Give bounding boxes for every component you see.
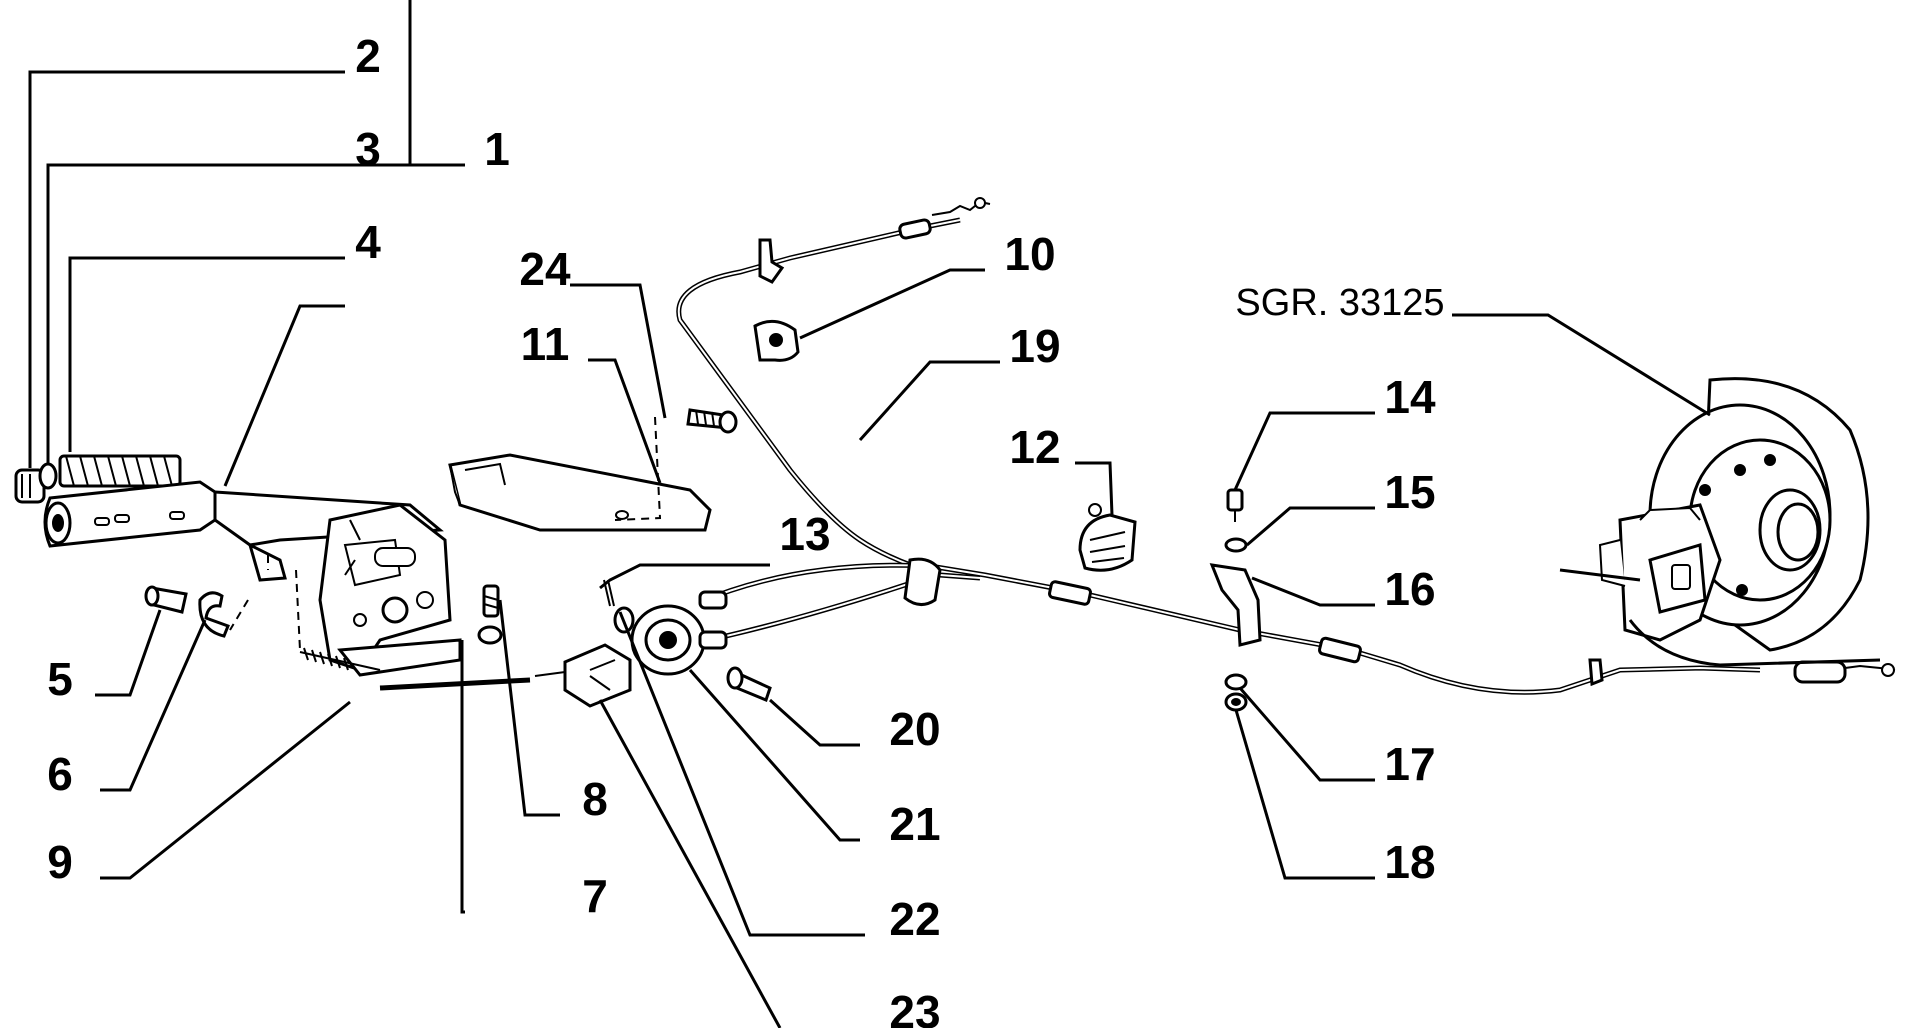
callout-12: 12: [1009, 421, 1060, 473]
assembly-guide: [229, 555, 301, 651]
callout-8: 8: [582, 773, 608, 825]
cable-bracket-part: [1078, 503, 1137, 572]
callout-labels: 2 3 1 4 5 6 9 8 7 23 22 21 20 13 24 11 1…: [47, 30, 1444, 1028]
callout-7: 7: [582, 870, 608, 922]
callout-22: 22: [889, 893, 940, 945]
lever-cover-part: [448, 453, 712, 532]
callout-4: 4: [355, 216, 381, 268]
spring-part: [58, 454, 182, 488]
leader-lines: [28, 0, 1711, 1028]
callout-11: 11: [521, 318, 570, 370]
callout-1: 1: [484, 123, 510, 175]
clip-part: [198, 591, 230, 638]
screw-part: [482, 584, 500, 618]
callout-9: 9: [47, 836, 73, 888]
callout-13: 13: [779, 508, 830, 560]
clamp-part: [753, 319, 800, 362]
bolt-part: [726, 666, 772, 702]
threaded-rod-part: [299, 647, 531, 691]
cover-screw-part: [686, 408, 738, 434]
lever-base-bracket-part: [318, 503, 462, 677]
brake-disc-assembly-part: [1559, 377, 1881, 667]
washer-small-part: [477, 625, 503, 645]
pin-part: [144, 585, 188, 614]
cover-guide: [614, 416, 662, 521]
reference-label: SGR. 33125: [1235, 282, 1444, 324]
callout-23: 23: [889, 986, 940, 1028]
callout-15: 15: [1384, 466, 1435, 518]
callout-2: 2: [355, 30, 381, 82]
washer-15-part: [1224, 537, 1248, 553]
callout-19: 19: [1009, 320, 1060, 372]
callout-16: 16: [1384, 563, 1435, 615]
callout-6: 6: [47, 748, 73, 800]
bolt-14-part: [1226, 488, 1244, 522]
pulley-part: [630, 604, 706, 676]
callout-3: 3: [355, 123, 381, 175]
equalizer-block-part: [534, 643, 632, 708]
front-cable-part: [676, 197, 991, 581]
nut-18-part: [1224, 692, 1248, 712]
callout-24: 24: [519, 243, 571, 295]
nut-17-part: [1224, 673, 1248, 691]
bracket-16-part: [1209, 563, 1262, 647]
callout-18: 18: [1384, 836, 1435, 888]
callout-14: 14: [1384, 371, 1436, 423]
washer-part: [38, 462, 58, 490]
callout-10: 10: [1004, 228, 1055, 280]
callout-17: 17: [1384, 738, 1435, 790]
callout-21: 21: [889, 798, 940, 850]
callout-20: 20: [889, 703, 940, 755]
center-cable-part: [698, 557, 1896, 695]
callout-5: 5: [47, 653, 73, 705]
